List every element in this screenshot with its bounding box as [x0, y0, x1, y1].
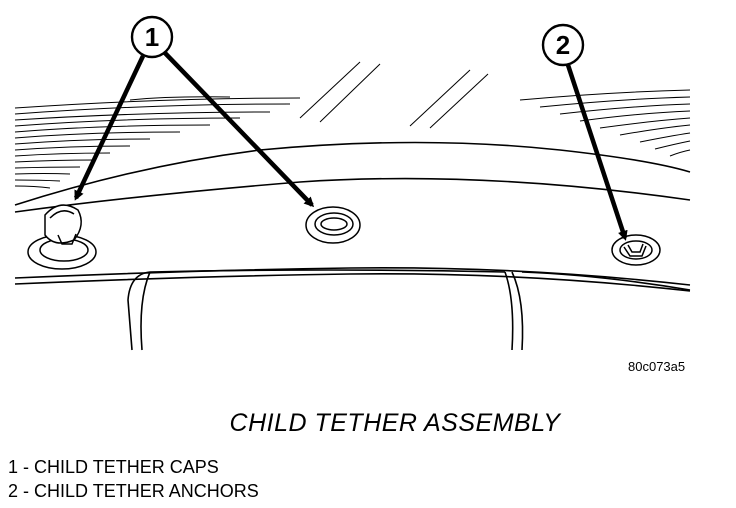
callout-2: 2 — [541, 23, 585, 67]
callout-1-arrow-to-cap-middle — [163, 51, 315, 208]
rear-window-glass — [14, 61, 691, 189]
callout-1-number: 1 — [145, 22, 159, 52]
legend-separator: - — [23, 481, 30, 501]
tether-cap-closed-middle — [305, 206, 361, 244]
legend-item: 1 - CHILD TETHER CAPS — [8, 457, 219, 478]
package-shelf — [14, 141, 691, 292]
legend-label: CHILD TETHER ANCHORS — [34, 481, 259, 501]
tether-anchor-right — [611, 234, 661, 266]
legend-separator: - — [23, 457, 30, 477]
legend-label: CHILD TETHER CAPS — [34, 457, 219, 477]
child-tether-illustration: 1 2 — [14, 15, 691, 351]
legend-number: 2 — [8, 481, 19, 501]
tether-cap-open-left — [27, 204, 97, 270]
rear-seat-back — [127, 269, 691, 351]
callout-1-arrow-to-cap-left — [73, 55, 146, 201]
legend-item: 2 - CHILD TETHER ANCHORS — [8, 481, 259, 502]
callout-1: 1 — [130, 15, 174, 59]
figure-caption: CHILD TETHER ASSEMBLY — [229, 409, 561, 437]
callout-2-number: 2 — [556, 30, 570, 60]
figure-code: 80c073a5 — [628, 359, 686, 374]
callout-2-arrow-to-anchor — [565, 64, 628, 241]
legend-number: 1 — [8, 457, 19, 477]
